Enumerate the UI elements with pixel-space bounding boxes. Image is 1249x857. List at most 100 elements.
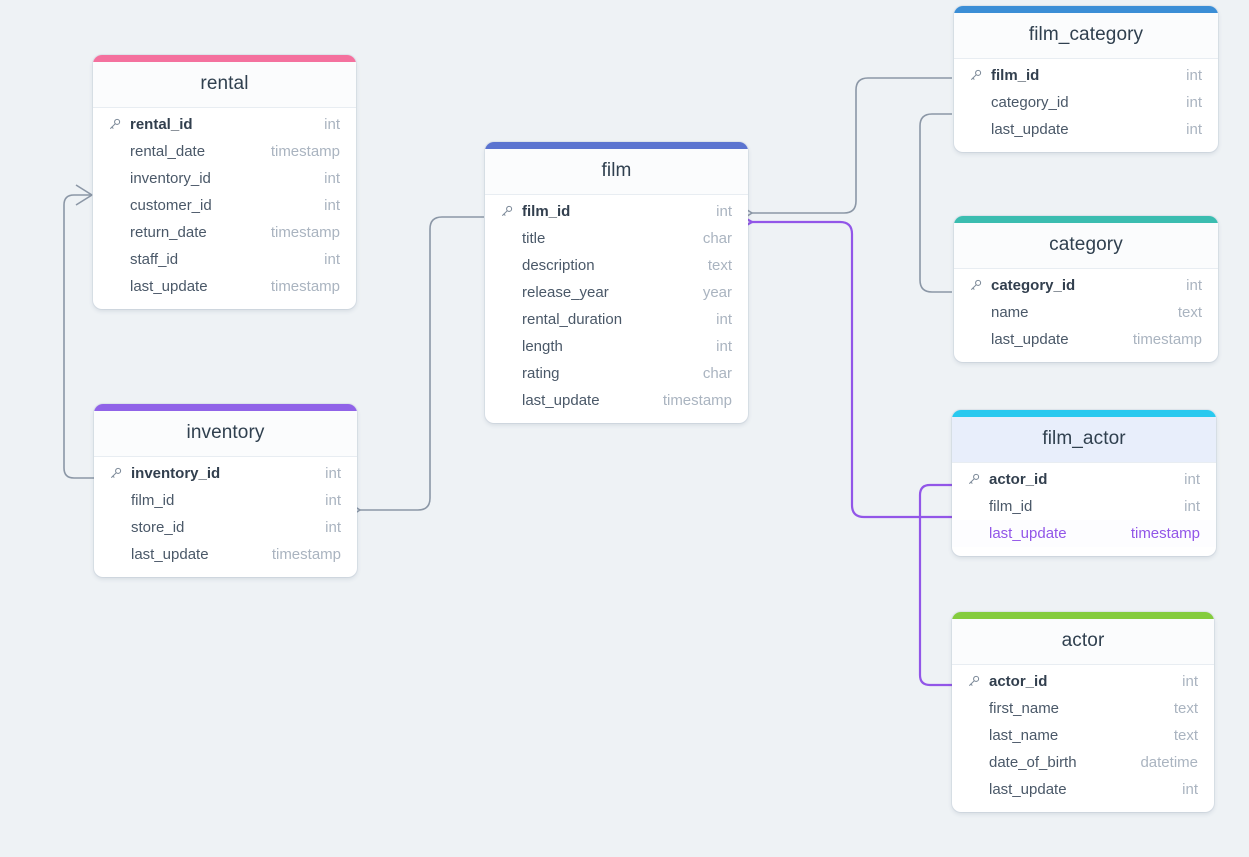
primary-key-icon xyxy=(968,69,983,82)
column-name: last_name xyxy=(989,727,1059,744)
column-name: rental_id xyxy=(130,116,193,133)
table-title[interactable]: category xyxy=(954,223,1218,269)
table-accent-bar xyxy=(952,410,1216,417)
column-type: char xyxy=(702,365,732,382)
column-name: rental_duration xyxy=(522,311,623,328)
table-title[interactable]: film xyxy=(485,149,748,195)
column-name: inventory_id xyxy=(131,465,221,482)
column-name: staff_id xyxy=(130,251,179,268)
column-name: film_id xyxy=(989,498,1033,515)
column-type: int xyxy=(716,338,732,355)
column-row[interactable]: inventory_id int xyxy=(93,165,356,192)
column-type: text xyxy=(1177,304,1202,321)
column-type: timestamp xyxy=(662,392,732,409)
column-type: int xyxy=(325,519,341,536)
column-type: int xyxy=(1186,277,1202,294)
edge-filmcategory-category xyxy=(919,113,952,293)
column-row[interactable]: inventory_id int xyxy=(94,460,357,487)
column-name: rating xyxy=(522,365,560,382)
column-name: inventory_id xyxy=(130,170,211,187)
column-name: actor_id xyxy=(989,471,1048,488)
primary-key-icon xyxy=(108,467,123,480)
table-title[interactable]: film_actor xyxy=(952,417,1216,463)
column-row[interactable]: rental_duration int xyxy=(485,306,748,333)
table-accent-bar xyxy=(952,612,1214,619)
column-name: last_update xyxy=(991,121,1069,138)
column-type: int xyxy=(1182,781,1198,798)
column-name: actor_id xyxy=(989,673,1048,690)
column-type: int xyxy=(1184,498,1200,515)
column-row[interactable]: last_update int xyxy=(954,116,1218,143)
column-row[interactable]: category_id int xyxy=(954,89,1218,116)
table-title[interactable]: rental xyxy=(93,62,356,108)
column-row[interactable]: last_update timestamp xyxy=(485,387,748,414)
column-type: int xyxy=(716,311,732,328)
column-type: timestamp xyxy=(270,224,340,241)
table-accent-bar xyxy=(954,216,1218,223)
table-title[interactable]: inventory xyxy=(94,411,357,457)
column-row[interactable]: return_date timestamp xyxy=(93,219,356,246)
column-type: timestamp xyxy=(1130,525,1200,542)
column-name: date_of_birth xyxy=(989,754,1077,771)
column-type: int xyxy=(1186,121,1202,138)
column-row[interactable]: rating char xyxy=(485,360,748,387)
column-row[interactable]: film_id int xyxy=(952,493,1216,520)
table-title[interactable]: film_category xyxy=(954,13,1218,59)
column-name: release_year xyxy=(522,284,609,301)
column-name: first_name xyxy=(989,700,1060,717)
column-name: category_id xyxy=(991,94,1069,111)
column-name: length xyxy=(522,338,563,355)
column-name: last_update xyxy=(522,392,600,409)
column-row[interactable]: actor_id int xyxy=(952,668,1214,695)
column-type: int xyxy=(1186,67,1202,84)
column-name: return_date xyxy=(130,224,207,241)
column-row[interactable]: length int xyxy=(485,333,748,360)
column-type: int xyxy=(325,465,341,482)
column-type: int xyxy=(324,170,340,187)
column-name: rental_date xyxy=(130,143,206,160)
table-accent-bar xyxy=(94,404,357,411)
table-title[interactable]: actor xyxy=(952,619,1214,665)
column-type: int xyxy=(324,197,340,214)
column-type: int xyxy=(1186,94,1202,111)
column-type: int xyxy=(1182,673,1198,690)
table-accent-bar xyxy=(93,55,356,62)
